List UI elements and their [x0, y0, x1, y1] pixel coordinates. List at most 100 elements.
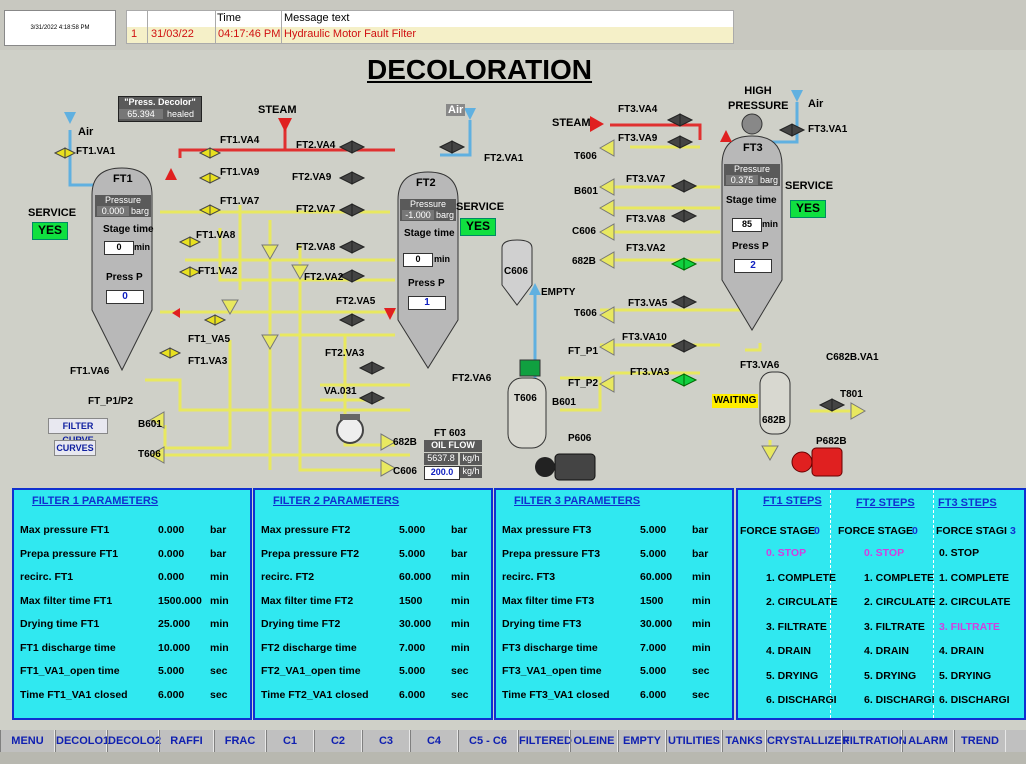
ft2-step-item[interactable]: 3. FILTRATE [864, 620, 925, 633]
ft3-step-item[interactable]: 5. DRYING [939, 669, 992, 682]
filter1-param-value[interactable]: 10.000 [158, 641, 191, 654]
ft1-step-item[interactable]: 5. DRYING [766, 669, 819, 682]
nav-button-trend[interactable]: TREND [954, 730, 1006, 752]
filter-curve-button[interactable]: FILTER CURVE [48, 418, 108, 445]
filter2-param-value[interactable]: 60.000 [399, 571, 432, 583]
ft2-step-item[interactable]: 4. DRAIN [864, 645, 909, 657]
nav-button-c4[interactable]: C4 [410, 730, 458, 752]
service-status-ft1[interactable]: YES [32, 222, 68, 240]
valve-ft2-va1[interactable]: FT2.VA1 [484, 153, 524, 164]
ft2-press-p[interactable]: 1 [408, 296, 446, 310]
filter3-param-value[interactable]: 5.000 [640, 547, 667, 560]
nav-button-menu[interactable]: MENU [0, 730, 55, 752]
filter2-param-value[interactable]: 6.000 [399, 688, 426, 701]
valve-ft3-va1[interactable]: FT3.VA1 [808, 124, 848, 135]
ft3-step-item[interactable]: 2. CIRCULATE [939, 596, 1011, 608]
nav-button-empty[interactable]: EMPTY [618, 730, 666, 752]
curves-button[interactable]: CURVES [54, 440, 96, 456]
nav-button-tanks[interactable]: TANKS [722, 730, 766, 752]
ft3-step-item[interactable]: 0. STOP [939, 547, 980, 559]
nav-button-filtered[interactable]: FILTERED [518, 730, 572, 752]
ft3-step-item[interactable]: 4. DRAIN [939, 645, 984, 657]
ft1-force-stage-value[interactable]: 0 [814, 525, 820, 537]
filter3-param-value[interactable]: 5.000 [640, 524, 667, 536]
nav-button-c1[interactable]: C1 [266, 730, 314, 752]
ft1-step-item[interactable]: 4. DRAIN [766, 645, 811, 657]
nav-button-oleine[interactable]: OLEINE [570, 730, 618, 752]
filter2-param-value[interactable]: 5.000 [399, 665, 426, 677]
ft2-step-item[interactable]: 5. DRYING [864, 669, 917, 682]
filter3-param-value[interactable]: 7.000 [640, 641, 667, 654]
valve-ft1-va6[interactable]: FT1.VA6 [70, 366, 110, 377]
ft1-step-item[interactable]: 0. STOP [766, 547, 807, 559]
valve-ft2-va2[interactable]: FT2.VA2 [304, 272, 344, 283]
valve-ft2-va3[interactable]: FT2.VA3 [325, 348, 365, 359]
filter2-param-value[interactable]: 5.000 [399, 524, 426, 536]
ft2-step-item[interactable]: 6. DISCHARGI [864, 694, 935, 706]
ft1-press-p[interactable]: 0 [106, 290, 144, 304]
filter1-param-value[interactable]: 1500.000 [158, 594, 202, 607]
valve-ft3-va8[interactable]: FT3.VA8 [626, 214, 666, 225]
ft1-force-stage-label[interactable]: FORCE STAGE [740, 525, 816, 537]
filter3-param-value[interactable]: 1500 [640, 594, 664, 607]
filter2-param-value[interactable]: 1500 [399, 594, 423, 607]
nav-button-c3[interactable]: C3 [362, 730, 410, 752]
nav-button-raffi[interactable]: RAFFI [159, 730, 214, 752]
ft1-step-item[interactable]: 6. DISCHARGI [766, 694, 837, 706]
valve-ft3-va9[interactable]: FT3.VA9 [618, 133, 658, 144]
filter3-param-value[interactable]: 5.000 [640, 665, 667, 677]
valve-ft3-va2[interactable]: FT3.VA2 [626, 243, 666, 254]
nav-button-decolo1[interactable]: DECOLO1 [55, 730, 109, 752]
ft2-force-stage-label[interactable]: FORCE STAGE [838, 525, 914, 537]
service-status-ft3[interactable]: YES [790, 200, 826, 218]
valve-ft1-va2[interactable]: FT1.VA2 [198, 266, 238, 277]
nav-button-filtration[interactable]: FILTRATION [842, 730, 907, 752]
ft1-stage-time[interactable]: 0 [104, 241, 134, 255]
ft3-step-item[interactable]: 3. FILTRATE [939, 620, 1000, 633]
valve-ft1-va9[interactable]: FT1.VA9 [220, 167, 260, 178]
filter2-param-value[interactable]: 30.000 [399, 618, 432, 630]
ft2-step-item[interactable]: 2. CIRCULATE [864, 596, 936, 608]
nav-button-alarm[interactable]: ALARM [902, 730, 954, 752]
service-status-ft2[interactable]: YES [460, 218, 496, 236]
nav-button-crystallizer[interactable]: CRYSTALLIZER [766, 730, 850, 752]
valve-ft1-va8[interactable]: FT1.VA8 [196, 230, 236, 241]
valve-ft3-va10[interactable]: FT3.VA10 [622, 332, 667, 343]
valve-ft1-va7[interactable]: FT1.VA7 [220, 196, 260, 207]
valve-ft1-va1[interactable]: FT1.VA1 [76, 146, 116, 157]
nav-button-utilities[interactable]: UTILITIES [666, 730, 722, 752]
valve-ft2-va7[interactable]: FT2.VA7 [296, 204, 336, 215]
filter1-param-value[interactable]: 6.000 [158, 688, 185, 701]
nav-button-c5-c6[interactable]: C5 - C6 [458, 730, 518, 752]
ft3-force-stage-value[interactable]: 3 [1010, 525, 1016, 537]
valve-ft2-va9[interactable]: FT2.VA9 [292, 172, 332, 183]
nav-button-decolo2[interactable]: DECOLO2 [107, 730, 161, 752]
ft2-step-item[interactable]: 0. STOP [864, 547, 905, 559]
filter1-param-value[interactable]: 0.000 [158, 571, 185, 583]
valve-ft1-va5[interactable]: FT1_VA5 [188, 334, 231, 345]
valve-ft3-va7[interactable]: FT3.VA7 [626, 174, 666, 185]
ft1-step-item[interactable]: 1. COMPLETE [766, 571, 837, 584]
nav-button-frac[interactable]: FRAC [214, 730, 266, 752]
ft2-step-item[interactable]: 1. COMPLETE [864, 571, 935, 584]
valve-ft2-va5[interactable]: FT2.VA5 [336, 296, 376, 307]
valve-ft2-va4[interactable]: FT2.VA4 [296, 140, 336, 151]
ft3-force-stage-label[interactable]: FORCE STAGI [936, 525, 1007, 537]
filter1-param-value[interactable]: 25.000 [158, 618, 191, 630]
filter3-param-value[interactable]: 6.000 [640, 688, 667, 701]
valve-c682b-va1[interactable]: C682B.VA1 [826, 352, 879, 363]
valve-ft2-va8[interactable]: FT2.VA8 [296, 242, 336, 253]
ft3-step-item[interactable]: 6. DISCHARGI [939, 694, 1010, 706]
valve-ft2-va6[interactable]: FT2.VA6 [452, 373, 492, 384]
filter3-param-value[interactable]: 60.000 [640, 571, 673, 583]
valve-ft1-va3[interactable]: FT1.VA3 [188, 356, 228, 367]
filter1-param-value[interactable]: 0.000 [158, 524, 185, 536]
filter2-param-value[interactable]: 7.000 [399, 641, 426, 654]
valve-ft1-va4[interactable]: FT1.VA4 [220, 135, 260, 146]
ft1-step-item[interactable]: 2. CIRCULATE [766, 596, 838, 608]
filter3-param-value[interactable]: 30.000 [640, 618, 673, 630]
nav-button-c2[interactable]: C2 [314, 730, 362, 752]
valve-ft3-va6[interactable]: FT3.VA6 [740, 360, 780, 371]
filter1-param-value[interactable]: 0.000 [158, 547, 185, 560]
ft3-press-p[interactable]: 2 [734, 259, 772, 273]
